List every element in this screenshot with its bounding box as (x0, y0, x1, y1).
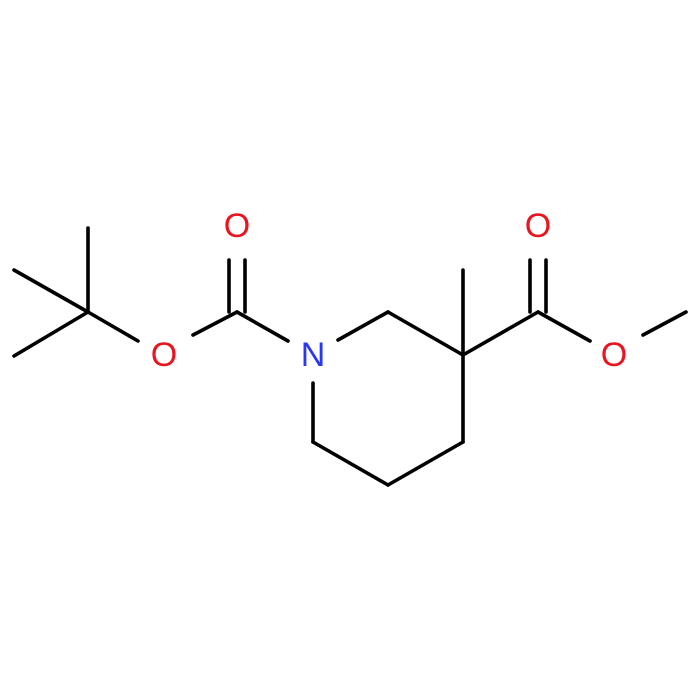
atom-label-oxygen-carbamate-carbonyl: O (224, 207, 250, 245)
bond-oxygen-to-methyl (641, 310, 688, 337)
bond-ring-c5-c6 (311, 440, 390, 487)
bond-tbu-to-oxygen (86, 310, 140, 343)
bond-ring-c2-c3 (386, 310, 465, 357)
bond-ring-n-c2 (336, 310, 390, 342)
atom-label-oxygen-ester-methoxy: O (601, 336, 627, 374)
atom-label-oxygen-ester-carbonyl: O (525, 207, 551, 245)
bond-c3-to-ester-carbon (461, 310, 540, 357)
bond-oxygen-to-carbonyl-carbon (191, 310, 239, 337)
bond-carbonyl-to-nitrogen (235, 310, 290, 343)
atom-label-oxygen-carbamate-ester: O (151, 336, 177, 374)
bond-ester-carbon-to-oxygen (536, 310, 592, 343)
bond-tbu-methyl-bottom (12, 310, 90, 358)
bond-ring-c4-c5 (386, 440, 465, 487)
atom-label-nitrogen: N (301, 336, 326, 374)
bond-tbu-methyl-left (12, 268, 90, 314)
